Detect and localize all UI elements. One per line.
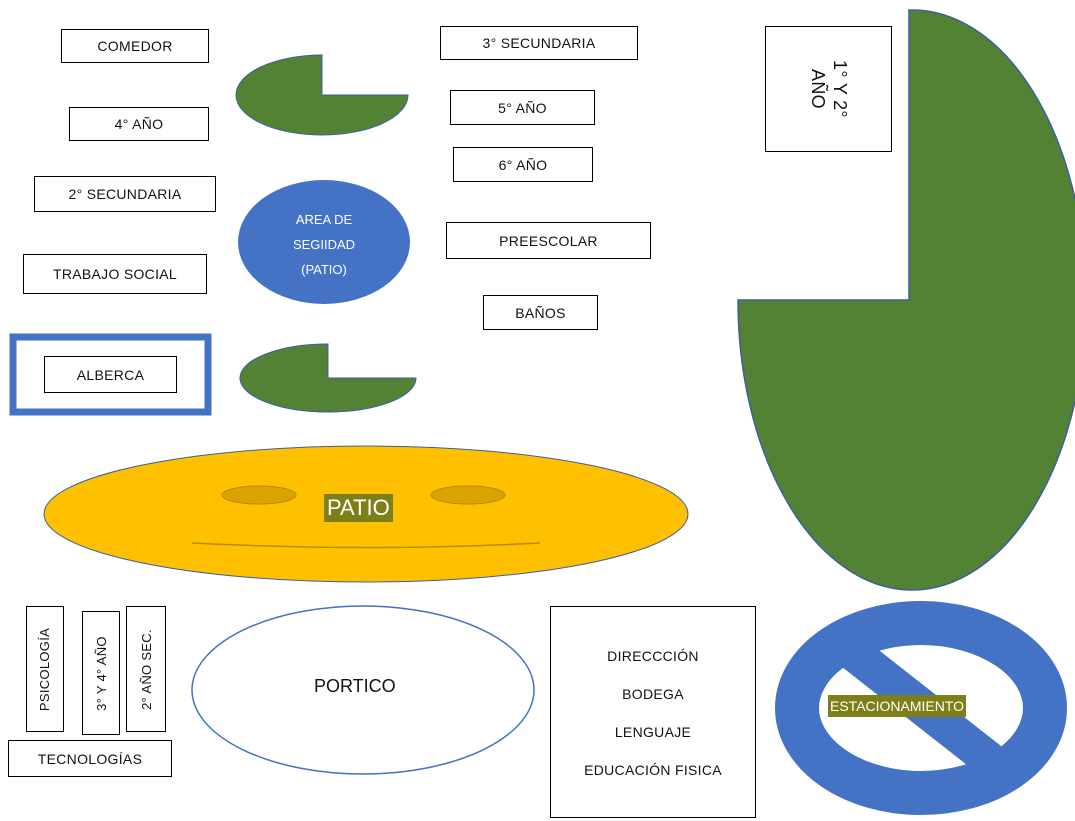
room-3-4-ano[interactable]: 3° Y 4° AÑO <box>82 611 120 735</box>
room-banos[interactable]: BAÑOS <box>483 295 598 330</box>
patio-right-eye <box>430 485 506 505</box>
room-2-ano-sec-label: 2° AÑO SEC. <box>138 628 154 710</box>
room-6-ano-label: 6° AÑO <box>498 156 548 173</box>
patio-label: PATIO <box>324 494 393 522</box>
room-preescolar-label: PREESCOLAR <box>499 232 598 249</box>
office-item-lenguaje: LENGUAJE <box>614 724 692 740</box>
room-3-4-ano-label: 3° Y 4° AÑO <box>93 635 109 711</box>
room-4-ano[interactable]: 4° AÑO <box>69 107 209 141</box>
patio-left-eye <box>221 485 297 505</box>
room-psicologia-label: PSICOLOGÍA <box>37 627 53 711</box>
room-4-ano-label: 4° AÑO <box>114 116 164 132</box>
parking-label: ESTACIONAMIENTO <box>828 695 967 717</box>
room-2-secundaria[interactable]: 2° SECUNDARIA <box>34 176 216 212</box>
room-3-secundaria-label: 3° SECUNDARIA <box>482 35 596 51</box>
security-area-line1: AREA DE <box>295 212 353 227</box>
security-area-ellipse <box>238 180 410 304</box>
pool-frame <box>9 333 212 416</box>
green-pacman-top <box>235 54 409 136</box>
room-preescolar[interactable]: PREESCOLAR <box>446 222 651 259</box>
portico-label: PORTICO <box>314 676 396 696</box>
office-item-educacion-fisica: EDUCACIÓN FISICA <box>584 762 722 778</box>
room-3-secundaria[interactable]: 3° SECUNDARIA <box>440 26 638 60</box>
parking-ring <box>775 601 1067 815</box>
security-area-line2: SEGIIDAD <box>292 237 356 252</box>
green-area-large <box>737 9 1075 591</box>
room-6-ano[interactable]: 6° AÑO <box>453 147 593 182</box>
portico-ellipse <box>191 605 535 775</box>
room-banos-label: BAÑOS <box>515 304 566 321</box>
room-1-2-ano-line2: AÑO <box>807 69 828 109</box>
room-tecnologias[interactable]: TECNOLOGÍAS <box>8 740 172 777</box>
room-1-2-ano-line1: 1° Y 2° <box>829 60 850 118</box>
room-tecnologias-label: TECNOLOGÍAS <box>37 750 143 767</box>
room-comedor-label: COMEDOR <box>97 38 173 54</box>
office-item-direccion: DIRECCCIÓN <box>607 648 699 664</box>
room-alberca-label: ALBERCA <box>76 366 145 383</box>
room-trabajo-social-label: TRABAJO SOCIAL <box>52 266 177 282</box>
room-1-2-ano-label: 1° Y 2° AÑO <box>806 60 850 118</box>
room-2-secundaria-label: 2° SECUNDARIA <box>68 186 182 202</box>
green-pacman-bottom <box>239 343 417 413</box>
room-comedor[interactable]: COMEDOR <box>61 29 209 63</box>
security-area-label: AREA DE SEGIIDAD (PATIO) <box>258 207 390 289</box>
room-alberca[interactable]: ALBERCA <box>44 356 177 393</box>
room-1-2-ano[interactable]: 1° Y 2° AÑO <box>765 26 892 152</box>
room-5-ano[interactable]: 5° AÑO <box>450 90 595 125</box>
security-area-line3: (PATIO) <box>301 262 347 277</box>
patio-smile <box>191 542 541 549</box>
office-block[interactable]: DIRECCCIÓN BODEGA LENGUAJE EDUCACIÓN FIS… <box>550 606 756 818</box>
room-5-ano-label: 5° AÑO <box>498 99 547 116</box>
room-trabajo-social[interactable]: TRABAJO SOCIAL <box>23 254 207 294</box>
office-item-bodega: BODEGA <box>622 686 684 702</box>
room-psicologia[interactable]: PSICOLOGÍA <box>26 606 64 732</box>
room-2-ano-sec[interactable]: 2° AÑO SEC. <box>126 606 166 732</box>
